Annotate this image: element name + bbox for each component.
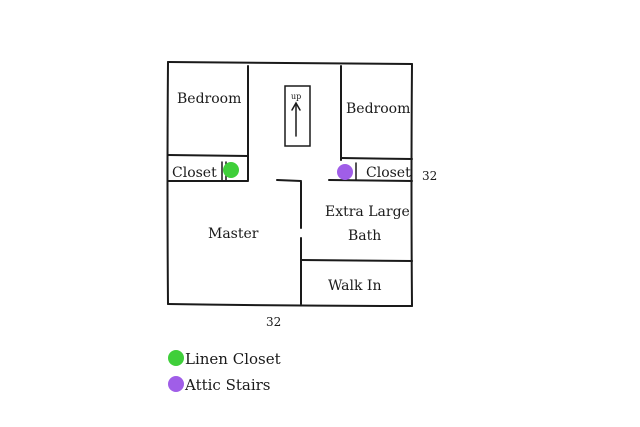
legend: Linen Closet Attic Stairs [168,350,281,394]
closet-right-bottom-wall [328,179,413,182]
stairs-up-mark: up [291,92,301,101]
south-wall [167,303,413,307]
dimension-width-label: 32 [266,315,281,329]
closet-right-label: Closet [366,165,411,181]
interior-walls [167,65,413,305]
north-wall [167,61,413,65]
closet-left-top-wall [167,154,249,157]
bath-walkin-wall [300,259,413,262]
linen-closet-marker [223,162,239,178]
legend-linen-closet-swatch [168,350,184,366]
closet-left-label: Closet [172,165,217,181]
outer-walls [166,61,413,307]
bath-label-line2: Bath [348,228,381,244]
legend-attic-stairs-label: Attic Stairs [184,376,271,394]
hall-stub-left [276,179,302,182]
walk-in-label: Walk In [328,278,381,294]
legend-linen-closet-label: Linen Closet [185,350,281,368]
stairs: up [284,85,311,147]
east-wall [410,63,413,307]
master-label: Master [208,226,259,242]
bedroom-right-label: Bedroom [346,101,410,117]
stairs-arrow-head [291,101,301,111]
attic-stairs-marker [337,164,353,180]
bedroom-left-label: Bedroom [177,91,241,107]
west-wall [166,61,169,305]
dimension-depth-label: 32 [422,169,437,183]
closet-right-top-wall [340,157,413,160]
bath-label-line1: Extra Large [325,204,410,220]
legend-attic-stairs-swatch [168,376,184,392]
stairs-outline [284,85,311,147]
